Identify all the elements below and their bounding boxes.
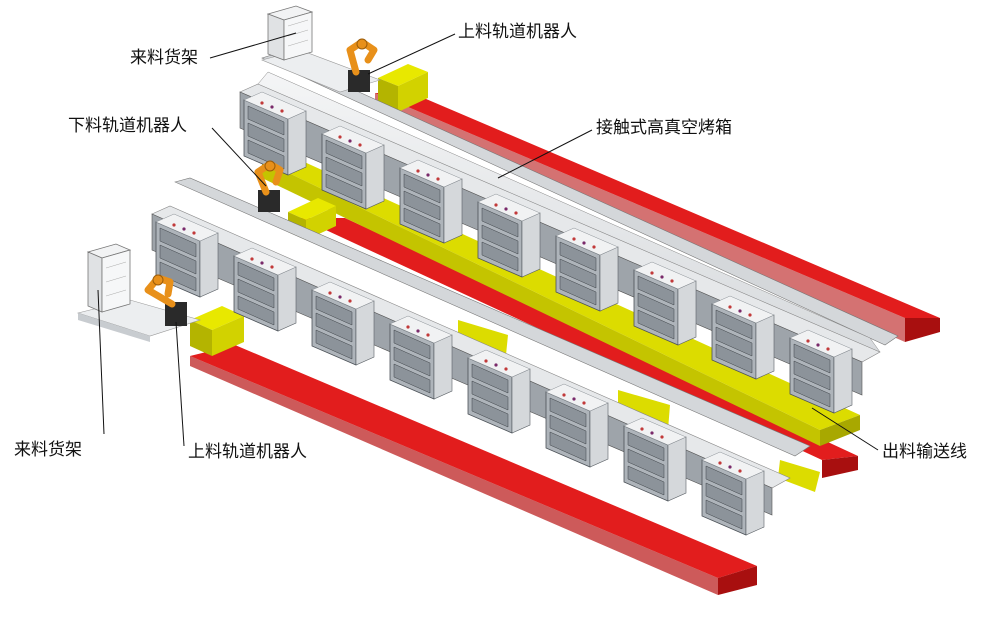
oven-row-2 <box>151 177 811 516</box>
leader-unloading-robot <box>211 127 267 187</box>
oven-module <box>233 247 297 332</box>
oven-module <box>467 349 531 434</box>
oven-module <box>311 281 375 366</box>
oven-module <box>321 125 385 210</box>
leader-loading-robot-top <box>367 33 456 75</box>
leader-output-conveyor <box>811 407 879 451</box>
oven-module <box>633 261 697 346</box>
oven-module <box>545 383 609 468</box>
unloading-robot <box>254 160 284 212</box>
oven-module <box>701 451 765 536</box>
label-output-conveyor: 出料输送线 <box>882 442 967 462</box>
rail-bottom <box>190 345 757 595</box>
leader-rack-top <box>209 32 297 59</box>
label-loading-robot-bottom: 上料轨道机器人 <box>188 442 307 462</box>
oven-module <box>389 315 453 400</box>
label-unloading-robot: 下料轨道机器人 <box>68 116 187 136</box>
label-rack-top: 来料货架 <box>130 48 198 68</box>
oven-module <box>477 193 541 278</box>
oven-module <box>711 295 775 380</box>
material-rack-top <box>266 5 314 61</box>
leader-lines <box>97 32 879 451</box>
oven-row-1 <box>239 53 899 396</box>
oven-module <box>789 329 853 414</box>
label-rack-bottom: 来料货架 <box>14 440 82 460</box>
rail-middle <box>300 218 858 478</box>
label-loading-robot-top: 上料轨道机器人 <box>458 22 577 42</box>
leader-oven <box>497 129 593 179</box>
oven-module <box>399 159 463 244</box>
oven-module <box>623 417 687 502</box>
oven-modules <box>155 91 853 536</box>
leader-rack-bottom <box>97 289 105 435</box>
oven-module <box>243 91 307 176</box>
loading-robot-bottom <box>144 274 187 326</box>
loading-robot-top <box>346 38 378 92</box>
label-oven: 接触式高真空烤箱 <box>596 118 732 138</box>
material-rack-bottom <box>86 243 132 313</box>
leader-loading-robot-bottom <box>175 321 185 447</box>
oven-module <box>555 227 619 312</box>
buffer-box-bottom <box>190 306 244 356</box>
